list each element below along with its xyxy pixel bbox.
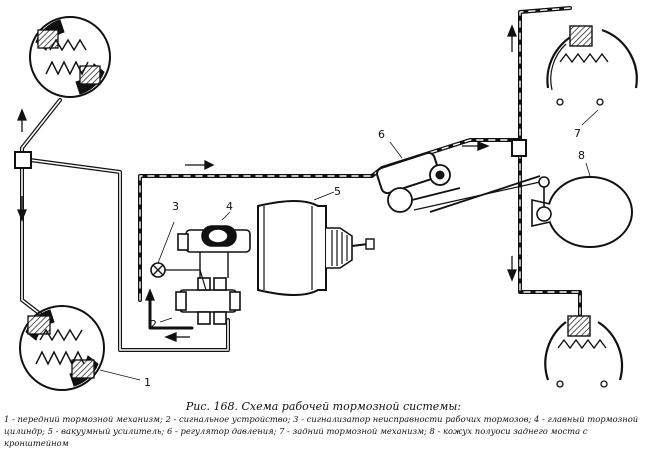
figure-caption: Рис. 168. Схема рабочей тормозной систем… — [185, 400, 462, 413]
flow-arrows — [17, 24, 517, 342]
master-cylinder — [177, 211, 251, 278]
callout-2: 2 — [150, 318, 157, 331]
rear-brake-lower — [544, 315, 624, 388]
callout-7: 7 — [574, 127, 581, 140]
front-brake-lower — [19, 305, 141, 391]
rear-brake-upper — [546, 25, 638, 126]
front-brake-upper — [29, 16, 111, 98]
front-tee-fitting — [14, 151, 32, 169]
callout-3: 3 — [172, 200, 179, 213]
signal-device — [159, 277, 241, 325]
callout-4: 4 — [226, 200, 233, 213]
callout-8: 8 — [578, 149, 585, 162]
rear-tee-fitting — [511, 139, 527, 157]
pressure-regulator — [376, 141, 541, 213]
brake-lines — [20, 6, 582, 352]
callout-5: 5 — [334, 185, 341, 198]
axle-housing — [531, 162, 633, 248]
callout-6: 6 — [378, 128, 385, 141]
vacuum-booster — [257, 191, 375, 296]
figure-legend: 1 - передний тормозной механизм; 2 - сиг… — [4, 414, 639, 448]
callout-1: 1 — [144, 376, 151, 389]
